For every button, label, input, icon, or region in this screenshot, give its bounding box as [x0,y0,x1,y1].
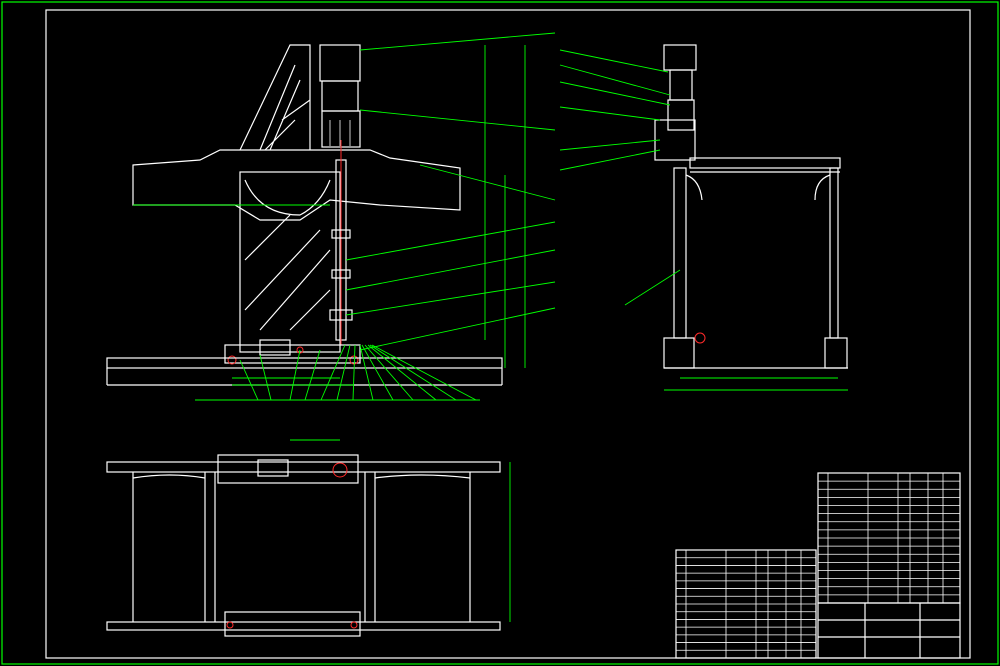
leader-r2 [359,109,556,131]
top-motor [319,44,361,82]
column-truss [239,44,311,151]
leader-b12 [369,344,457,401]
top-motor-flange [321,80,359,112]
rail [106,357,503,369]
top-hub [332,462,348,478]
wheel-left [227,355,237,365]
spindle-collar-1 [331,229,351,239]
side-beam [689,157,841,169]
side-left-leg [673,167,687,339]
leader-r6 [345,281,556,316]
side-base-left [663,337,695,369]
beam-outline [132,149,461,221]
leader-r5 [345,249,556,291]
side-view [559,44,848,391]
side-leader-4 [559,106,661,121]
front-view [106,32,556,401]
top-rail-upper [106,461,501,473]
side-column-top [654,119,696,161]
top-view [106,439,511,637]
side-leader-1 [559,49,669,73]
parts-list [675,472,961,659]
spindle-collar-3 [329,309,353,321]
top-wheel-2 [350,621,358,629]
lower-truss-diagonals [244,214,331,331]
leader-r4 [345,221,556,261]
side-base-right [824,337,848,369]
top-rail-lower [106,621,501,631]
title-block [817,602,961,659]
leader-r3 [419,164,556,201]
parts-table-left-rows [676,550,816,658]
top-wheel-1 [226,621,234,629]
side-arch [685,174,831,201]
side-gearbox [667,99,695,131]
leader-b13 [371,344,477,401]
leader-r7 [359,307,556,351]
drawing-frame [45,9,971,659]
leader-b7 [352,344,356,401]
leader-b3 [289,349,301,401]
parts-table-right-rows [818,473,960,603]
leader-b9 [361,344,394,401]
spindle-collar-2 [331,269,351,279]
leader-b5 [320,344,346,401]
leader-b8 [359,344,374,401]
top-base-lower [224,611,361,637]
top-motor-plan [257,459,289,477]
leader-b11 [367,344,437,401]
lower-frame-arch [244,179,331,216]
side-leader-2 [559,64,671,96]
base-carriage [224,344,361,364]
side-wheel [694,332,706,344]
leader-b6 [336,344,351,401]
leader-b2 [259,354,272,401]
side-leader-3 [559,81,671,106]
wheel-mid [296,346,304,354]
top-carriage [217,454,359,484]
drive-motor [259,339,291,356]
leader-b4 [304,349,321,401]
side-motor-body [669,69,693,101]
side-motor [663,44,697,71]
leader-b1 [239,359,259,401]
leader-b10 [364,344,414,401]
side-right-leg [829,167,839,339]
side-leader-5 [559,139,661,151]
leader-r1 [359,32,556,51]
side-leader-7 [624,269,681,306]
top-frame-curve [132,474,471,479]
side-leader-6 [559,149,661,171]
